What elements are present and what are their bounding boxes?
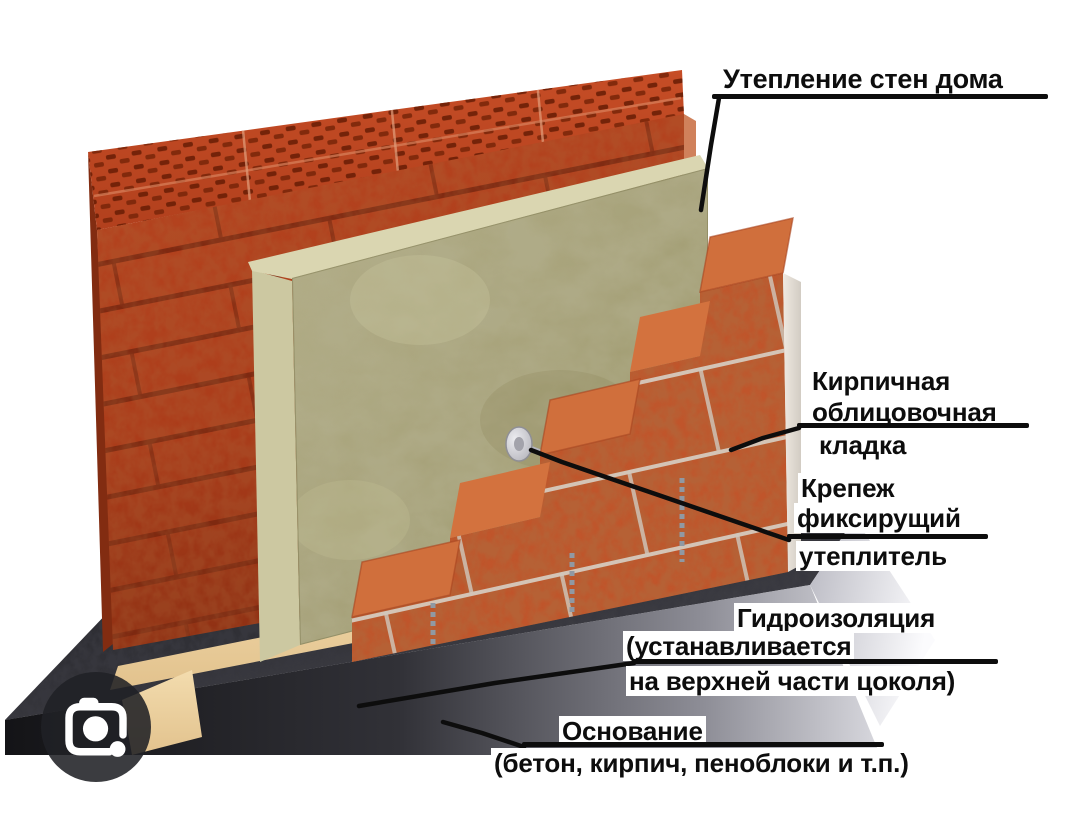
lens-camera-button[interactable] (41, 672, 151, 782)
label-fastener-line2: фиксирущий (794, 503, 964, 533)
camera-icon (65, 697, 127, 757)
label-waterproofing-line2: (устанавливается (623, 631, 855, 661)
label-facing-line3: кладка (816, 430, 910, 460)
label-facing-line2: облицовочная (809, 397, 1000, 427)
underline-base (522, 742, 884, 747)
leader-facing (728, 425, 802, 453)
leader-insulation (698, 95, 722, 213)
leader-base (440, 719, 527, 750)
label-fastener-line1: Крепеж (798, 473, 898, 503)
label-waterproofing-line1: Гидроизоляция (734, 603, 939, 633)
label-base-line1: Основание (559, 716, 706, 746)
leader-fastener (528, 447, 792, 543)
underline-waterproofing (632, 659, 998, 664)
label-insulation: Утепление стен дома (720, 64, 1006, 94)
underline-fastener (787, 534, 988, 539)
label-fastener-line3: утеплитель (796, 541, 950, 571)
leader-lines (356, 95, 802, 750)
leader-waterproofing (356, 660, 637, 709)
underline-insulation (712, 94, 1048, 99)
label-base-line2: (бетон, кирпич, пеноблоки и т.п.) (491, 748, 912, 778)
brick-step-tops (351, 217, 794, 618)
label-facing-line1: Кирпичная (809, 366, 954, 396)
underline-facing (797, 423, 1029, 428)
label-waterproofing-line3: на верхней части цоколя) (626, 666, 959, 696)
